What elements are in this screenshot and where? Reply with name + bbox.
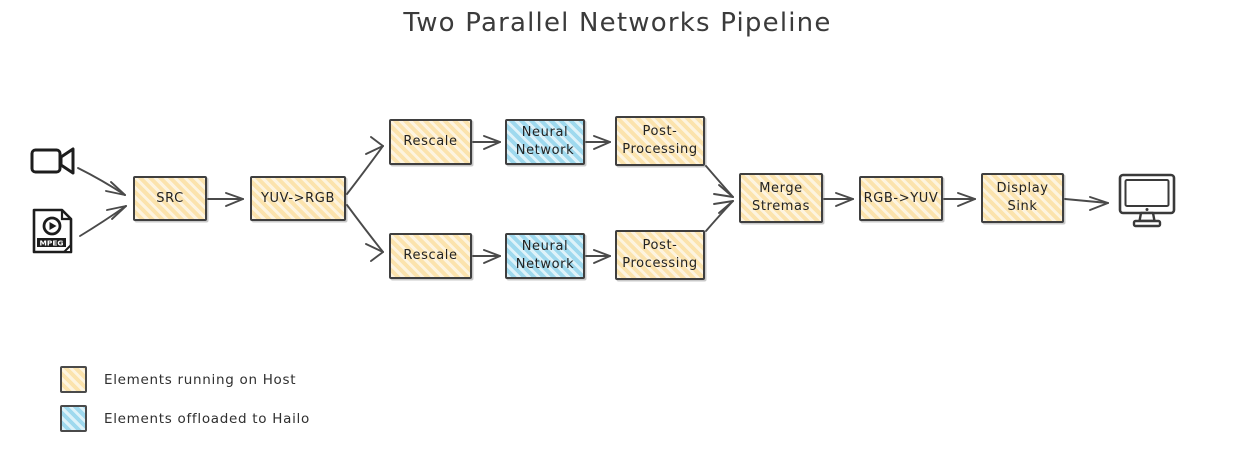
node-label-neural-bottom: Neural Network [515,239,575,272]
node-label-post-top: Post- Processing [622,124,698,157]
legend-swatch-hailo [60,405,87,432]
media-file-icon: MPEG [32,208,73,254]
node-yuv-to-rgb[interactable]: YUV->RGB [250,176,346,221]
node-neural-top[interactable]: Neural Network [505,119,585,165]
node-post-top[interactable]: Post- Processing [615,116,705,166]
edge-display-sink-to-monitor [1064,196,1109,211]
node-label-post-bottom: Post- Processing [622,238,698,271]
node-rescale-top[interactable]: Rescale [389,119,472,165]
edge-rescale-bottom-to-neural-bottom [472,249,501,264]
edge-neural-top-to-post-top [585,135,611,150]
edge-post-top-to-merge [705,165,734,198]
edge-camera-to-src [77,167,126,196]
node-rgb-to-yuv[interactable]: RGB->YUV [859,176,943,221]
node-neural-bottom[interactable]: Neural Network [505,233,585,279]
legend-label-host: Elements running on Host [104,371,297,388]
node-display-sink[interactable]: Display Sink [981,173,1064,223]
node-label-src: SRC [156,190,184,206]
monitor-icon [1118,173,1176,228]
edge-merge-to-rgb [823,192,854,207]
node-label-rescale-top: Rescale [403,134,458,150]
video-camera-icon [30,147,75,175]
camera-source-icon [30,145,78,177]
edge-yuv-to-rescale-top [346,136,384,195]
edge-yuv-to-rescale-bottom [346,204,384,262]
node-src[interactable]: SRC [133,176,207,221]
node-label-display-sink: Display Sink [996,181,1049,214]
legend-item-hailo: Elements offloaded to Hailo [60,405,310,432]
node-label-rescale-bottom: Rescale [403,248,458,264]
edge-file-to-src [79,205,127,237]
display-monitor-icon [1117,173,1177,229]
edge-post-bottom-to-merge [705,200,734,232]
node-label-merge-streams: Merge Stremas [751,181,810,214]
diagram-title: Two Parallel Networks Pipeline [403,8,832,38]
edge-rgb-to-display-sink [943,192,976,207]
legend-label-hailo: Elements offloaded to Hailo [104,410,310,427]
edge-rescale-top-to-neural-top [472,135,501,150]
node-label-neural-top: Neural Network [515,125,575,158]
node-rescale-bottom[interactable]: Rescale [389,233,472,279]
file-source-icon: MPEG [31,207,75,255]
legend-swatch-host [60,366,87,393]
node-post-bottom[interactable]: Post- Processing [615,230,705,280]
legend-item-host: Elements running on Host [60,366,296,393]
edge-src-to-yuv [207,192,244,207]
node-label-yuv-to-rgb: YUV->RGB [261,190,335,206]
node-label-rgb-to-yuv: RGB->YUV [863,190,939,206]
file-format-label: MPEG [40,238,64,247]
node-merge-streams[interactable]: Merge Stremas [739,173,823,223]
edge-neural-bottom-to-post-bottom [585,249,611,264]
